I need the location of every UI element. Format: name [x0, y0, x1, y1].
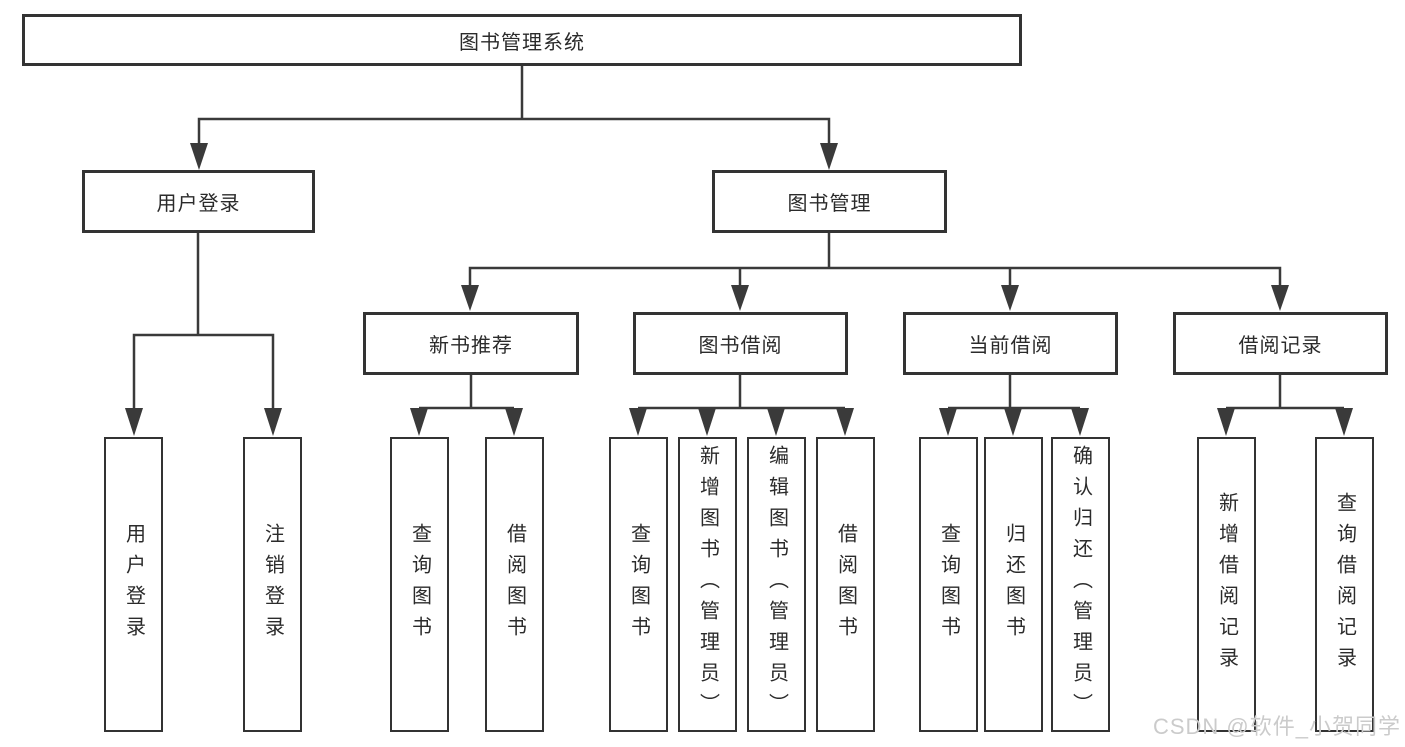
leaf-logout: 注销登录	[243, 437, 302, 732]
leaf-label: 编辑图书（管理员）	[765, 445, 788, 724]
leaf-label: 新增图书（管理员）	[696, 445, 719, 724]
leaf-label: 注销登录	[261, 522, 284, 647]
node-label: 图书借阅	[698, 335, 783, 357]
leaf-query-borrow-record: 查询借阅记录	[1315, 437, 1374, 732]
node-new-book-recommendation: 新书推荐	[363, 312, 579, 375]
node-book-borrowing: 图书借阅	[633, 312, 848, 375]
node-label: 图书管理	[787, 193, 872, 215]
leaf-confirm-return-admin: 确认归还（管理员）	[1051, 437, 1110, 732]
leaf-return-books: 归还图书	[984, 437, 1043, 732]
leaf-borrow-books-recommend: 借阅图书	[485, 437, 544, 732]
leaf-label: 用户登录	[122, 522, 145, 647]
node-book-management: 图书管理	[712, 170, 947, 233]
node-label: 用户登录	[156, 193, 241, 215]
node-user-login-branch: 用户登录	[82, 170, 315, 233]
leaf-label: 借阅图书	[503, 522, 526, 647]
leaf-label: 查询借阅记录	[1333, 491, 1356, 678]
node-label: 图书管理系统	[459, 31, 585, 54]
node-current-borrowing: 当前借阅	[903, 312, 1118, 375]
leaf-borrow-books: 借阅图书	[816, 437, 875, 732]
leaf-add-books-admin: 新增图书（管理员）	[678, 437, 737, 732]
node-label: 新书推荐	[429, 335, 513, 357]
leaf-label: 确认归还（管理员）	[1069, 445, 1092, 724]
leaf-label: 查询图书	[937, 522, 960, 647]
leaf-query-books-borrow: 查询图书	[609, 437, 668, 732]
leaf-label: 归还图书	[1002, 522, 1025, 647]
leaf-query-books-current: 查询图书	[919, 437, 978, 732]
leaf-label: 查询图书	[408, 522, 431, 647]
node-label: 当前借阅	[968, 335, 1053, 357]
leaf-label: 查询图书	[627, 522, 650, 647]
leaf-label: 新增借阅记录	[1215, 491, 1238, 678]
leaf-user-login: 用户登录	[104, 437, 163, 732]
node-library-system: 图书管理系统	[22, 14, 1022, 66]
leaf-label: 借阅图书	[834, 522, 857, 647]
leaf-query-books-recommend: 查询图书	[390, 437, 449, 732]
node-borrowing-records: 借阅记录	[1173, 312, 1388, 375]
leaf-edit-books-admin: 编辑图书（管理员）	[747, 437, 806, 732]
node-label: 借阅记录	[1238, 335, 1323, 357]
leaf-add-borrow-record: 新增借阅记录	[1197, 437, 1256, 732]
